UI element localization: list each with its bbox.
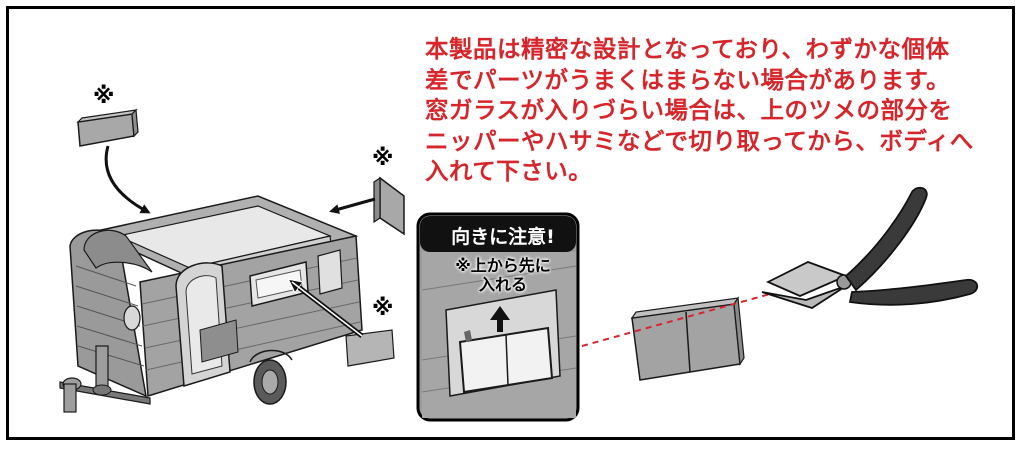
callout-line-1: ※上から先に: [455, 256, 551, 275]
notice-line: 入れて下さい。: [425, 157, 593, 185]
reference-mark-right-side: ※: [372, 146, 394, 171]
arrow-right-side: [329, 197, 376, 214]
notice-text: 本製品は精密な設計となっており、わずかな個体 差でパーツがうまくはまらない場合が…: [425, 34, 985, 187]
trailer-body: [59, 195, 395, 413]
notice-line: 差でパーツがうまくはまらない場合があります。: [425, 65, 951, 94]
callout-box: [416, 212, 580, 422]
window-part-top-left: [76, 108, 139, 147]
reference-mark-bottom: ※: [372, 296, 394, 321]
notice-line: 窓ガラスが入りづらい場合は、上のツメの部分を: [425, 96, 953, 124]
arrow-top-left: [104, 145, 151, 214]
notice-line: ニッパーやハサミなどで切り取ってから、ボディへ: [425, 126, 974, 155]
nippers-tool: [761, 186, 979, 309]
callout-title: 向きに注意!: [451, 226, 555, 248]
callout-instruction: ※上から先に 入れる: [438, 256, 568, 294]
window-part-spare: [630, 296, 745, 381]
reference-mark-top-left: ※: [93, 84, 115, 109]
window-part-right-side: [373, 176, 405, 236]
callout-line-2: 入れる: [478, 275, 527, 294]
notice-line: 本製品は精密な設計となっており、わずかな個体: [425, 35, 950, 63]
